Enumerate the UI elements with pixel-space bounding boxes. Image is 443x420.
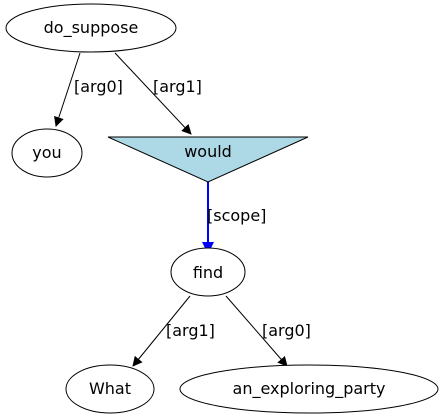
node-label-an-exploring-party: an_exploring_party <box>233 379 386 399</box>
edge-do-suppose-you: [arg0] <box>54 52 123 127</box>
node-what: What <box>65 364 155 414</box>
node-an-exploring-party: an_exploring_party <box>179 364 439 414</box>
node-label-would: would <box>184 142 232 161</box>
edge-do-suppose-would: [arg1] <box>114 52 202 135</box>
node-would: would <box>107 136 309 183</box>
edge-label-arg1: [arg1] <box>166 321 215 340</box>
edge-find-what: [arg1] <box>132 295 215 367</box>
node-do-suppose: do_suppose <box>5 3 177 53</box>
edge-label-arg0: [arg0] <box>74 77 123 96</box>
node-label-you: you <box>32 143 61 162</box>
node-label-what: What <box>89 379 131 398</box>
node-you: you <box>11 128 83 178</box>
node-label-find: find <box>193 263 223 282</box>
node-label-do-suppose: do_suppose <box>44 18 139 38</box>
edge-label-arg1: [arg1] <box>153 77 202 96</box>
edge-find-party: [arg0] <box>225 295 311 367</box>
edge-would-find: [scope] <box>202 182 266 254</box>
edge-label-scope: [scope] <box>207 206 266 225</box>
edge-label-arg0: [arg0] <box>262 321 311 340</box>
node-find: find <box>170 247 246 297</box>
